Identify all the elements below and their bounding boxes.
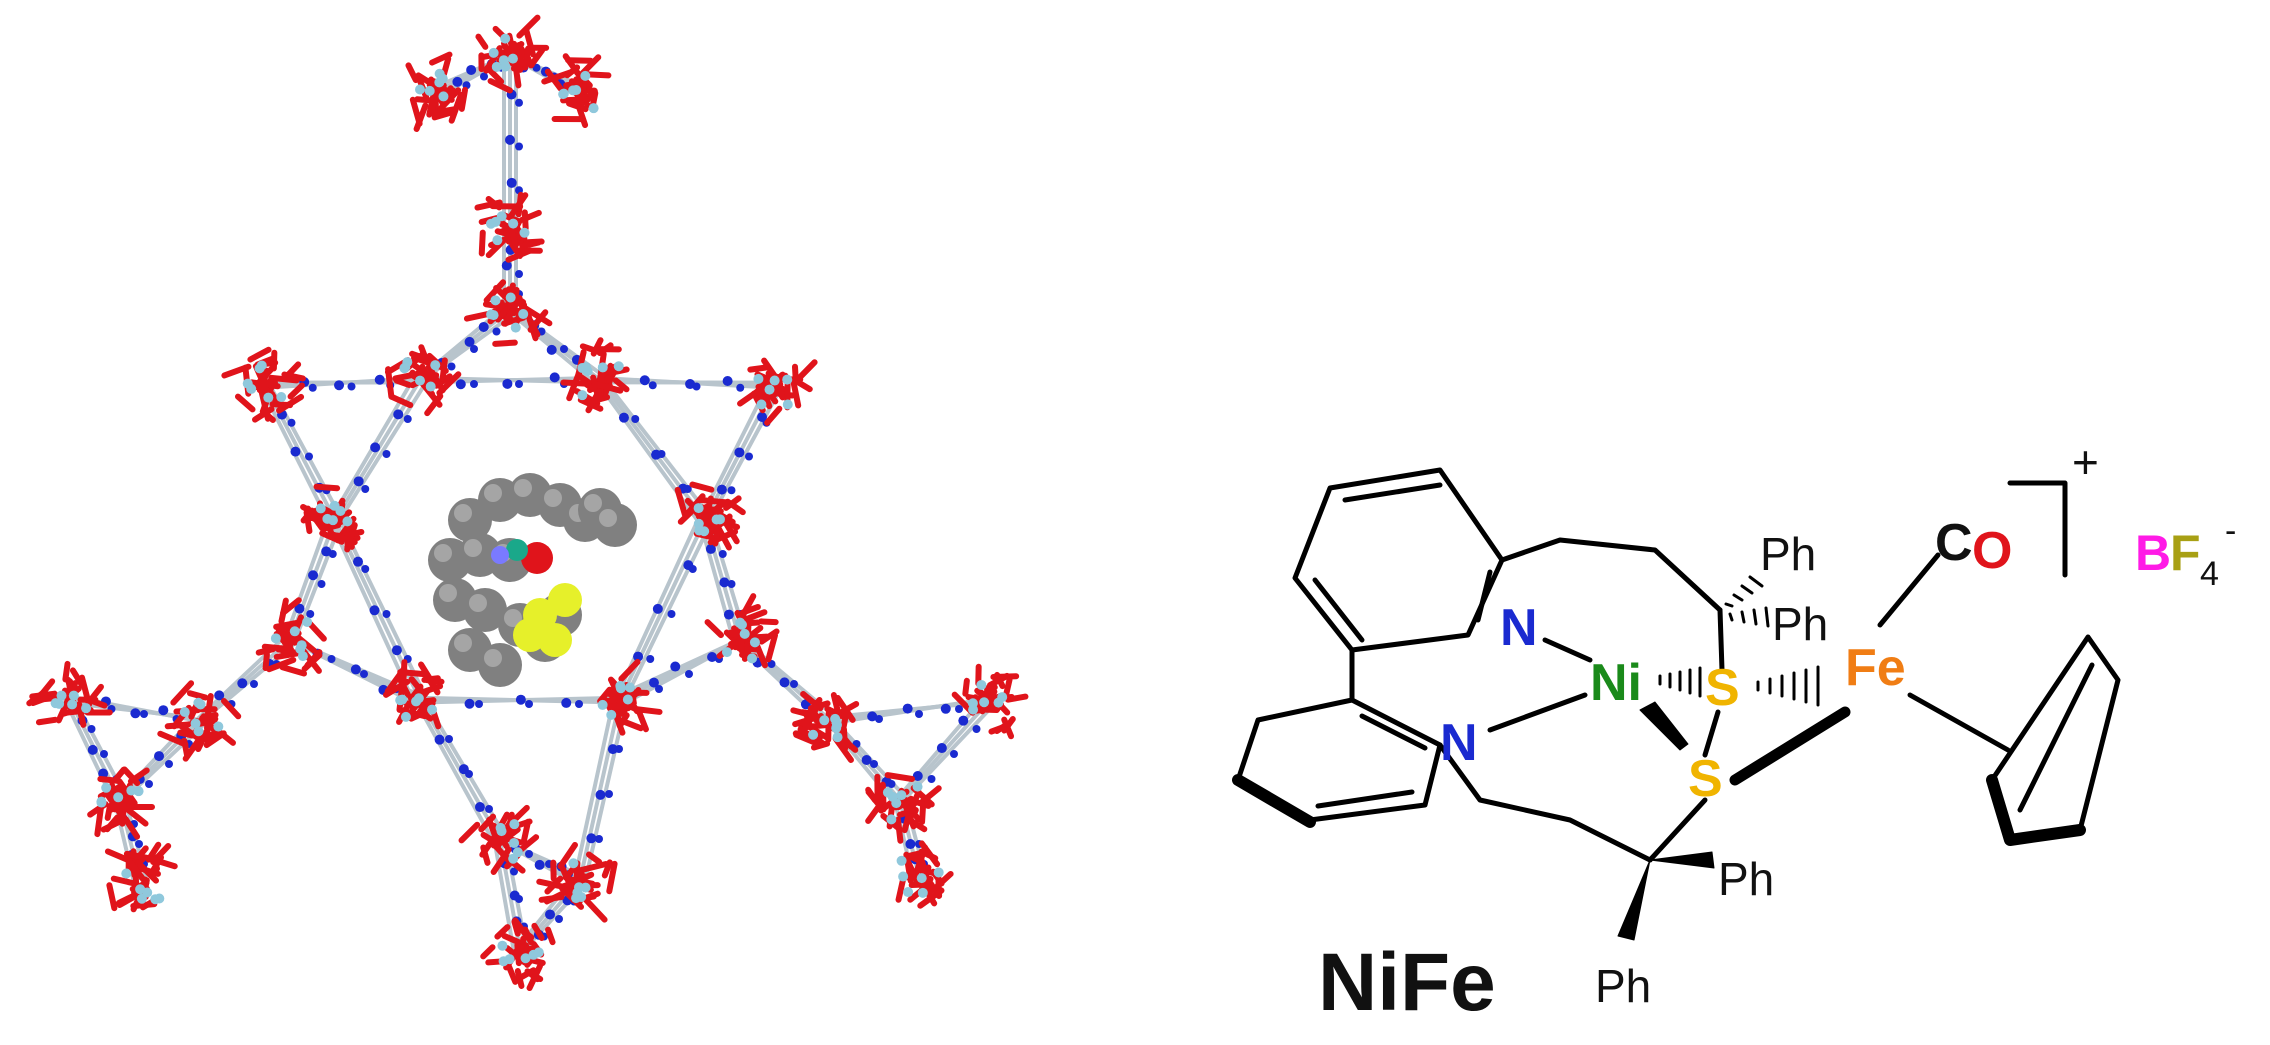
guest-molecule-spheres [428,473,637,687]
bond-s-bottom-fe [1735,712,1845,780]
hashed-wedge-ph-right [1730,608,1768,626]
atom-n-top: N [1500,599,1538,657]
atom-co-o: O [1972,522,2012,580]
bond-n-bottom-ni [1490,695,1585,730]
upper-ring-inner-bond-1 [1345,485,1440,500]
ph-label-right: Ph [1772,598,1828,650]
counterion-superscript: - [2225,512,2236,550]
charge-plus: + [2072,436,2099,488]
compound-label: NiFe [1318,937,1496,1028]
bond-fe-cp [1910,695,2008,750]
cp-ring-bold-edge [1992,780,2080,840]
hashed-bond-ni-s-top [1660,668,1700,696]
ph-label-bottom: Ph [1595,960,1651,1012]
bond-s-bottom-c [1650,800,1705,860]
wedge-ph-bottom-down [1618,860,1650,940]
charge-bracket [2010,483,2065,575]
hashed-wedge-ph-top [1726,577,1762,606]
wedge-ph-bottom-right [1650,852,1714,868]
wedge-ni-s-bottom [1640,702,1688,750]
atom-s-top: S [1705,659,1740,717]
counterion-b: B [2135,525,2171,581]
upper-pyridine-ring [1295,470,1502,650]
counterion-f: F [2170,525,2201,581]
bond-n-top-ni [1545,640,1590,660]
ph-label-top: Ph [1760,528,1816,580]
atom-s-bottom: S [1688,750,1723,808]
lower-ring-bold-edge [1238,780,1310,822]
bond-fe-co [1880,555,1938,625]
atom-ni: Ni [1590,654,1642,712]
bond-s-top-s-bottom [1705,712,1718,755]
atom-labels: N N Ni S S Fe C O [1440,514,2012,808]
ph-label-bottom-right: Ph [1718,853,1774,905]
atom-co-c: C [1935,514,1973,572]
atom-n-bottom: N [1440,714,1478,772]
mof-framework-image [29,18,1025,988]
counterion-subscript: 4 [2200,555,2219,593]
hashed-bond-s-top-fe [1758,667,1818,705]
atom-fe: Fe [1845,639,1906,697]
counterion-bf4: B F 4 - [2135,512,2236,593]
lower-ring-inner-bond-2 [1318,792,1412,806]
